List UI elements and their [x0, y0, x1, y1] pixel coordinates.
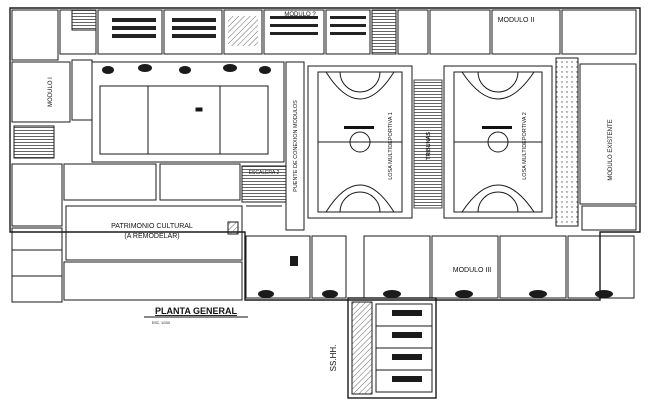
tribunes: [413, 79, 443, 209]
label-modulo-ii: MODULO II: [498, 17, 535, 24]
label-sshh: SS.HH.: [329, 345, 338, 372]
classroom-desks: [112, 16, 366, 46]
court-labels-small: [344, 126, 512, 129]
top-classrooms: [59, 9, 637, 55]
planters-bottom: [258, 256, 613, 298]
trees-patio: [102, 64, 271, 74]
bridge: [241, 61, 305, 231]
label-modulo-top: MODULO ?: [284, 12, 316, 18]
label-modulo-existente: MODULO EXISTENTE: [608, 119, 614, 180]
plan-title: PLANTA GENERAL: [155, 306, 238, 316]
label-patrimonio-1: PATRIMONIO CULTURAL: [111, 223, 193, 230]
modulo-iii: [245, 235, 635, 299]
sshh-block: [351, 301, 433, 395]
label-tribunas: TRIBUNAS: [426, 132, 432, 160]
court-1: [307, 65, 413, 219]
label-modulo-iii: MODULO III: [453, 267, 492, 274]
patio: [91, 61, 285, 163]
label-modulo-i: MODULO I: [48, 77, 54, 107]
toilets: [392, 310, 422, 382]
scale-note: ESC. 1/100: [152, 321, 170, 325]
label-patrimonio-2: (A REMODELAR): [124, 233, 179, 240]
left-wing: [11, 9, 97, 159]
patrimonio-block: [11, 163, 243, 303]
label-losa-1: LOSA MULTIDEPORTIVA 1: [388, 112, 394, 180]
court-2: [443, 65, 553, 219]
label-puente: PUENTE DE CONEXION MODULOS: [293, 100, 299, 192]
label-escalera: ESCALERA 2: [249, 170, 280, 176]
right-wing: [555, 57, 637, 231]
label-losa-2: LOSA MULTIDEPORTIVA 2: [522, 112, 528, 180]
